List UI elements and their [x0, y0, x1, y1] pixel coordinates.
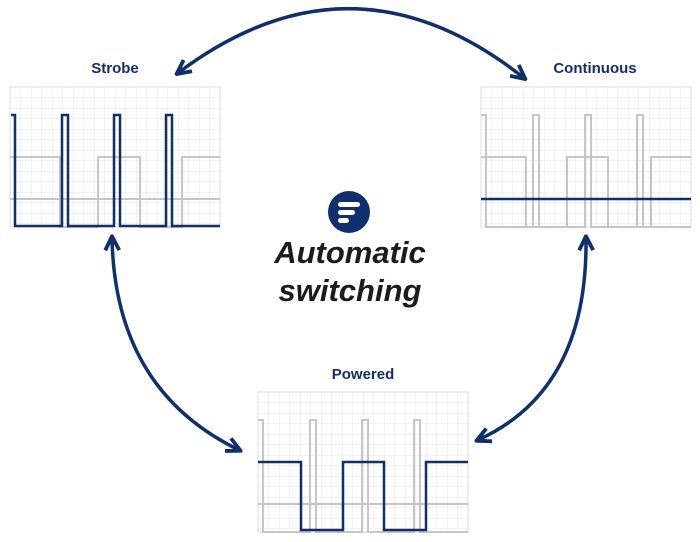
continuous-tertiary-trace — [481, 156, 691, 228]
stacked-lines-logo-icon — [328, 191, 370, 233]
powered-title: Powered — [331, 366, 395, 383]
automatic-switching-label: Automatic switching — [240, 234, 460, 310]
arrow-strobe-continuous — [178, 7, 524, 78]
continuous-panel — [480, 86, 692, 228]
arrow-continuous-powered — [478, 238, 586, 440]
strobe-panel — [9, 86, 221, 228]
powered-active-trace — [258, 460, 468, 532]
arrow-strobe-powered — [112, 238, 239, 450]
continuous-title: Continuous — [553, 60, 637, 77]
strobe-title: Strobe — [91, 60, 139, 77]
powered-panel — [257, 391, 469, 533]
center-line-2: switching — [278, 273, 422, 308]
center-line-1: Automatic — [274, 235, 426, 270]
strobe-active-trace — [11, 113, 220, 228]
powered-secondary-trace — [258, 419, 468, 533]
continuous-secondary-trace — [481, 114, 691, 228]
